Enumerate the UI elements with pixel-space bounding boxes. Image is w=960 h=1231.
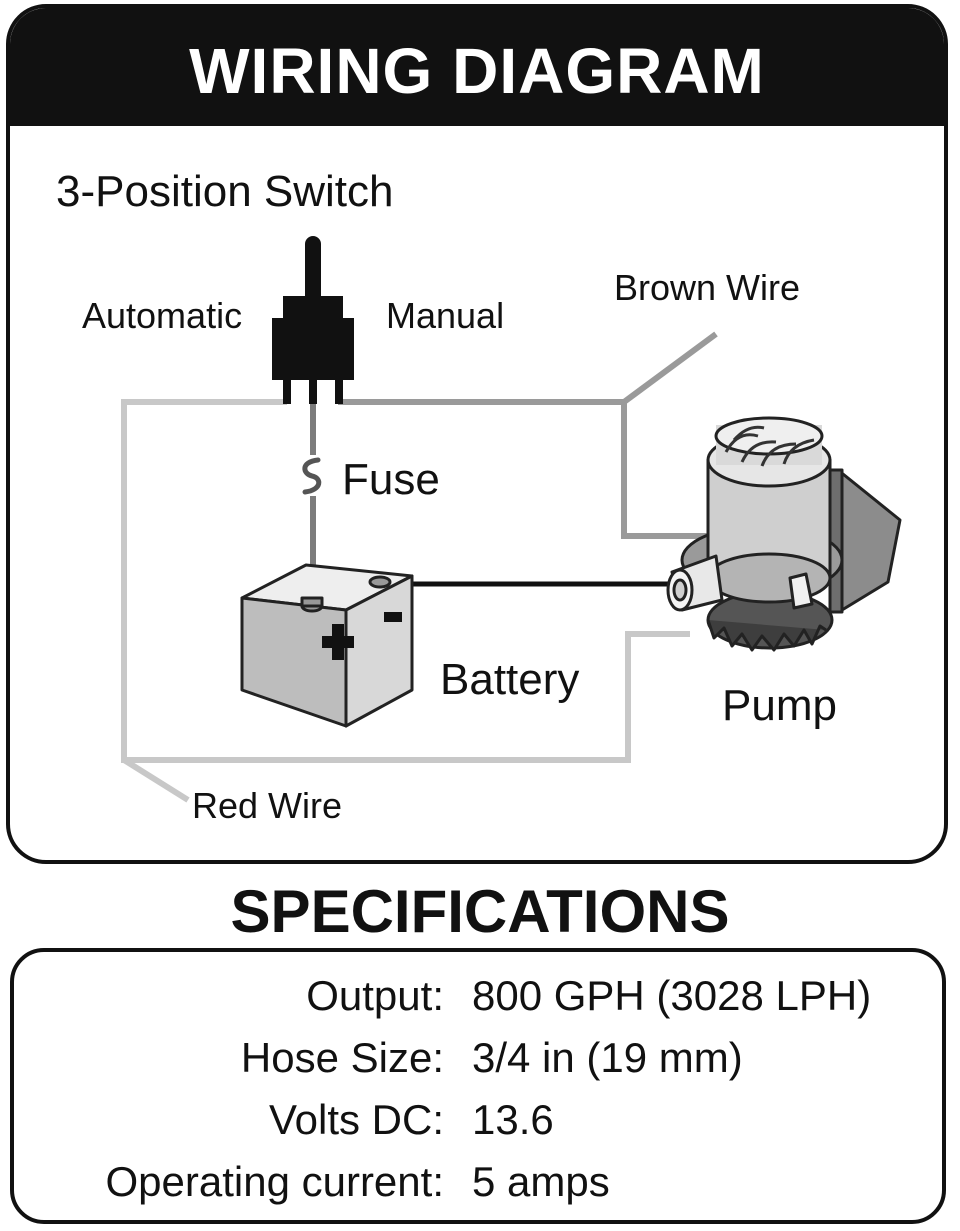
manual-label: Manual [386,295,505,336]
red-wire-label: Red Wire [192,785,343,826]
spec-label: Output: [306,972,444,1019]
diagram-title: WIRING DIAGRAM [189,35,765,107]
spec-row-volts-dc: Volts DC: 13.6 [14,1092,942,1148]
switch-icon [272,236,354,404]
brown-wire-label: Brown Wire [614,267,801,308]
spec-label: Volts DC: [268,1096,444,1143]
pump-label: Pump [722,681,837,730]
wiring-diagram-graphic [121,236,902,803]
switch-label: 3-Position Switch [56,167,394,216]
spec-row-operating-current: Operating current: 5 amps [14,1154,942,1210]
specifications-heading: SPECIFICATIONS [230,878,730,945]
brown-wire [338,331,718,539]
fuse-icon [302,457,322,495]
spec-label: Hose Size: [240,1034,444,1081]
spec-value: 5 amps [472,1158,610,1205]
red-wire [121,399,690,803]
pump-icon [666,416,902,652]
battery-label: Battery [440,655,580,704]
title-bar: WIRING DIAGRAM [10,8,944,126]
battery-icon [240,563,414,728]
automatic-label: Automatic [82,295,243,336]
specifications-panel: Output: 800 GPH (3028 LPH) Hose Size: 3/… [10,948,946,1224]
spec-value: 3/4 in (19 mm) [472,1034,743,1081]
spec-value: 800 GPH (3028 LPH) [472,972,872,1019]
spec-value: 13.6 [472,1096,554,1143]
fuse-label: Fuse [342,455,440,504]
spec-label: Operating current: [105,1158,444,1205]
spec-row-hose-size: Hose Size: 3/4 in (19 mm) [14,1030,942,1086]
spec-row-output: Output: 800 GPH (3028 LPH) [14,968,942,1024]
